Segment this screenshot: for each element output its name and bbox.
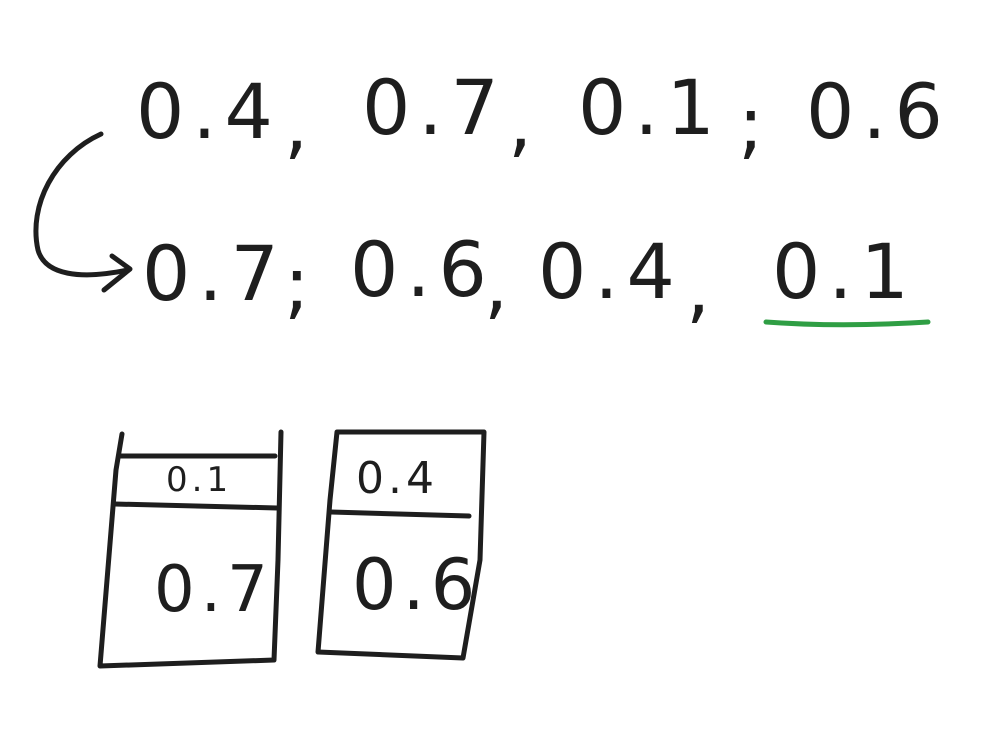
sequence-original-item-1: 0.4 xyxy=(136,67,281,156)
curved-arrow-icon xyxy=(33,131,133,293)
sequence-sorted-item-2: 0.6 xyxy=(350,225,495,314)
sequence-original-separator-2: , xyxy=(508,77,540,166)
bin-2-top-value: 0.4 xyxy=(356,453,438,504)
bin-1-outline xyxy=(97,429,284,669)
bin-2-outline xyxy=(315,429,487,661)
bin-1: 0.1 0.7 xyxy=(97,429,284,669)
sequence-sorted-item-3: 0.4 xyxy=(538,227,683,316)
sequence-original-item-4: 0.6 xyxy=(806,67,951,156)
sequence-original-separator-1: , xyxy=(284,79,316,168)
sequence-original: 0.4 , 0.7 , 0.1 ; 0.6 xyxy=(136,63,951,168)
bin-1-top-value: 0.1 xyxy=(166,460,232,500)
sequence-original-separator-3: ; xyxy=(738,79,772,168)
bin-1-bottom-value: 0.7 xyxy=(154,553,274,627)
sequence-original-item-2: 0.7 xyxy=(362,63,507,152)
bin-1-divider xyxy=(112,501,280,511)
bin-2-bottom-value: 0.6 xyxy=(352,544,481,626)
sequence-sorted-item-4-highlighted: 0.1 xyxy=(772,227,917,316)
bin-2-divider xyxy=(328,509,472,519)
sequence-sorted-separator-1: ; xyxy=(284,239,318,328)
sequence-sorted-item-1: 0.7 xyxy=(142,229,287,318)
sequence-original-item-3: 0.1 xyxy=(578,63,723,152)
sequence-sorted: 0.7 ; 0.6 , 0.4 , 0.1 xyxy=(142,225,931,332)
sequence-sorted-separator-2: , xyxy=(484,239,516,328)
bin-2: 0.4 0.6 xyxy=(315,429,487,661)
highlight-underline xyxy=(763,319,931,328)
sequence-sorted-separator-3: , xyxy=(686,243,718,332)
